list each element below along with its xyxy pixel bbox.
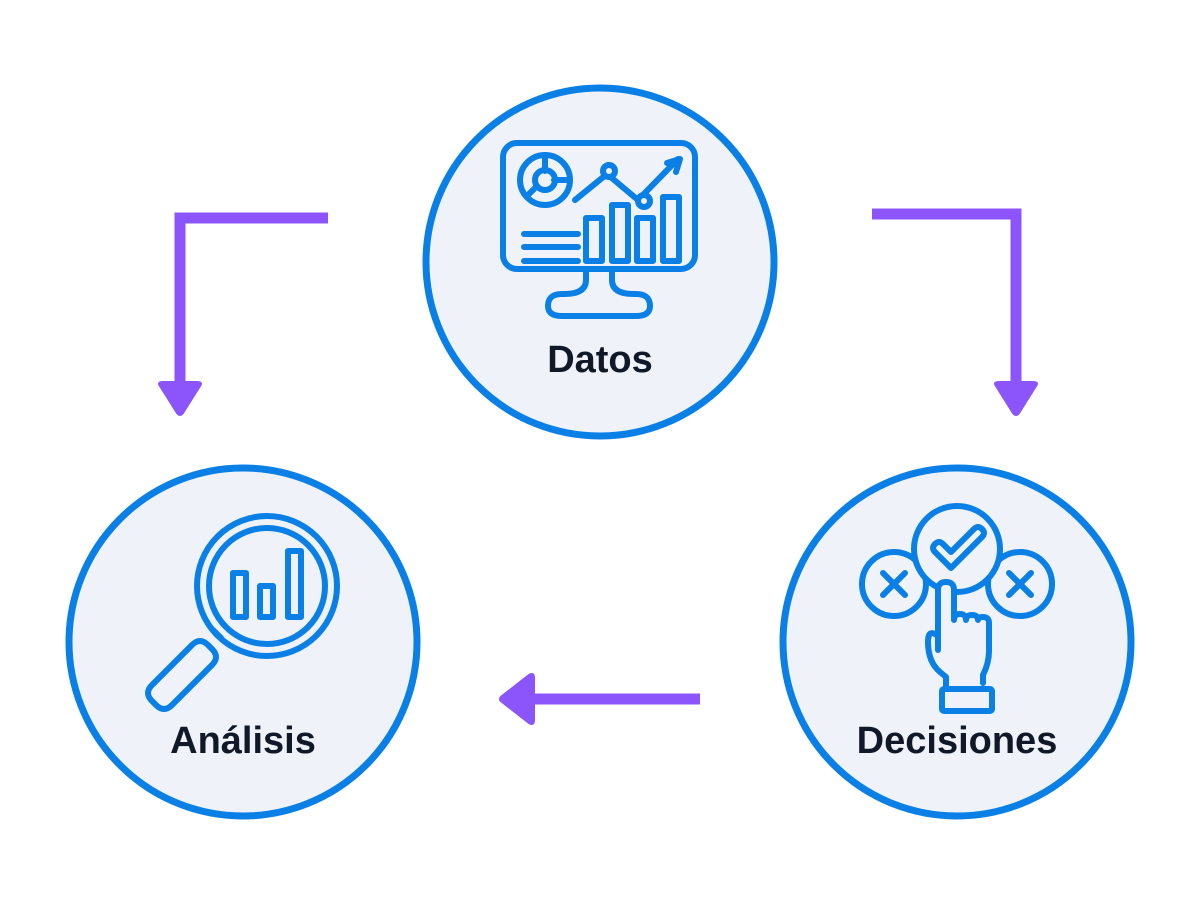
arrow-datos-to-decisiones: [872, 208, 1038, 416]
monitor-analytics-icon: [500, 140, 698, 319]
node-label: Análisis: [170, 720, 316, 762]
hand-choice-check-icon: [859, 503, 1055, 714]
arrowhead-down-icon: [994, 381, 1038, 416]
node-analisis: Análisis: [65, 464, 421, 820]
arrow-datos-to-analisis: [158, 212, 328, 416]
arrow-line: [174, 212, 328, 392]
arrowhead-left-icon: [499, 673, 535, 725]
node-decisiones: Decisiones: [779, 464, 1135, 820]
magnifier-chart-icon: [145, 513, 340, 712]
node-datos: Datos: [422, 84, 778, 440]
node-label: Decisiones: [857, 720, 1058, 762]
node-label: Datos: [547, 339, 653, 381]
arrow-line: [872, 208, 1022, 392]
arrowhead-down-icon: [158, 381, 202, 416]
arrow-decisiones-to-analisis: [499, 673, 700, 725]
